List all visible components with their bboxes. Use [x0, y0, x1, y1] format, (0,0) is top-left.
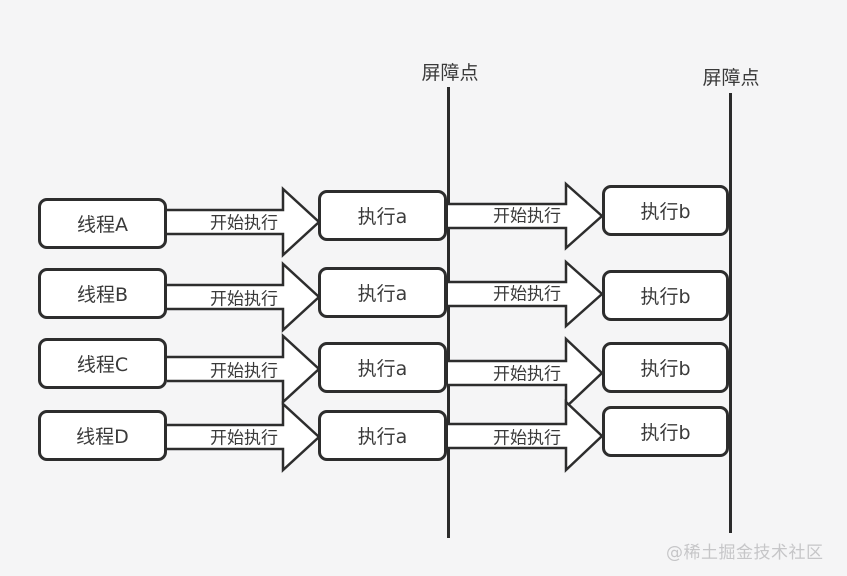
task-a-box-c: 执行a: [318, 342, 447, 393]
task-a-box-d: 执行a: [318, 410, 447, 461]
arrow-label-thread-d-start: 开始执行: [210, 428, 278, 449]
arrow-label-thread-b-start: 开始执行: [210, 289, 278, 310]
arrow-label-task-a-a-start: 开始执行: [493, 206, 561, 227]
arrow-label-task-a-d-start: 开始执行: [493, 428, 561, 449]
task-a-box-b: 执行a: [318, 267, 447, 318]
thread-box-b: 线程B: [38, 268, 167, 319]
arrow-label-task-a-c-start: 开始执行: [493, 364, 561, 385]
arrow-label-thread-c-start: 开始执行: [210, 361, 278, 382]
thread-box-c: 线程C: [38, 338, 167, 389]
thread-box-a: 线程A: [38, 198, 167, 249]
arrow-label-thread-a-start: 开始执行: [210, 213, 278, 234]
task-b-box-a: 执行b: [602, 185, 729, 236]
barrier-label-1: 屏障点: [421, 62, 479, 84]
thread-box-d: 线程D: [38, 410, 167, 461]
task-b-box-b: 执行b: [602, 270, 729, 321]
watermark: @稀土掘金技术社区: [666, 543, 824, 563]
arrow-label-task-a-b-start: 开始执行: [493, 284, 561, 305]
task-b-box-c: 执行b: [602, 342, 729, 393]
task-a-box-a: 执行a: [318, 190, 447, 241]
barrier-label-2: 屏障点: [702, 67, 760, 89]
task-b-box-d: 执行b: [602, 406, 729, 457]
